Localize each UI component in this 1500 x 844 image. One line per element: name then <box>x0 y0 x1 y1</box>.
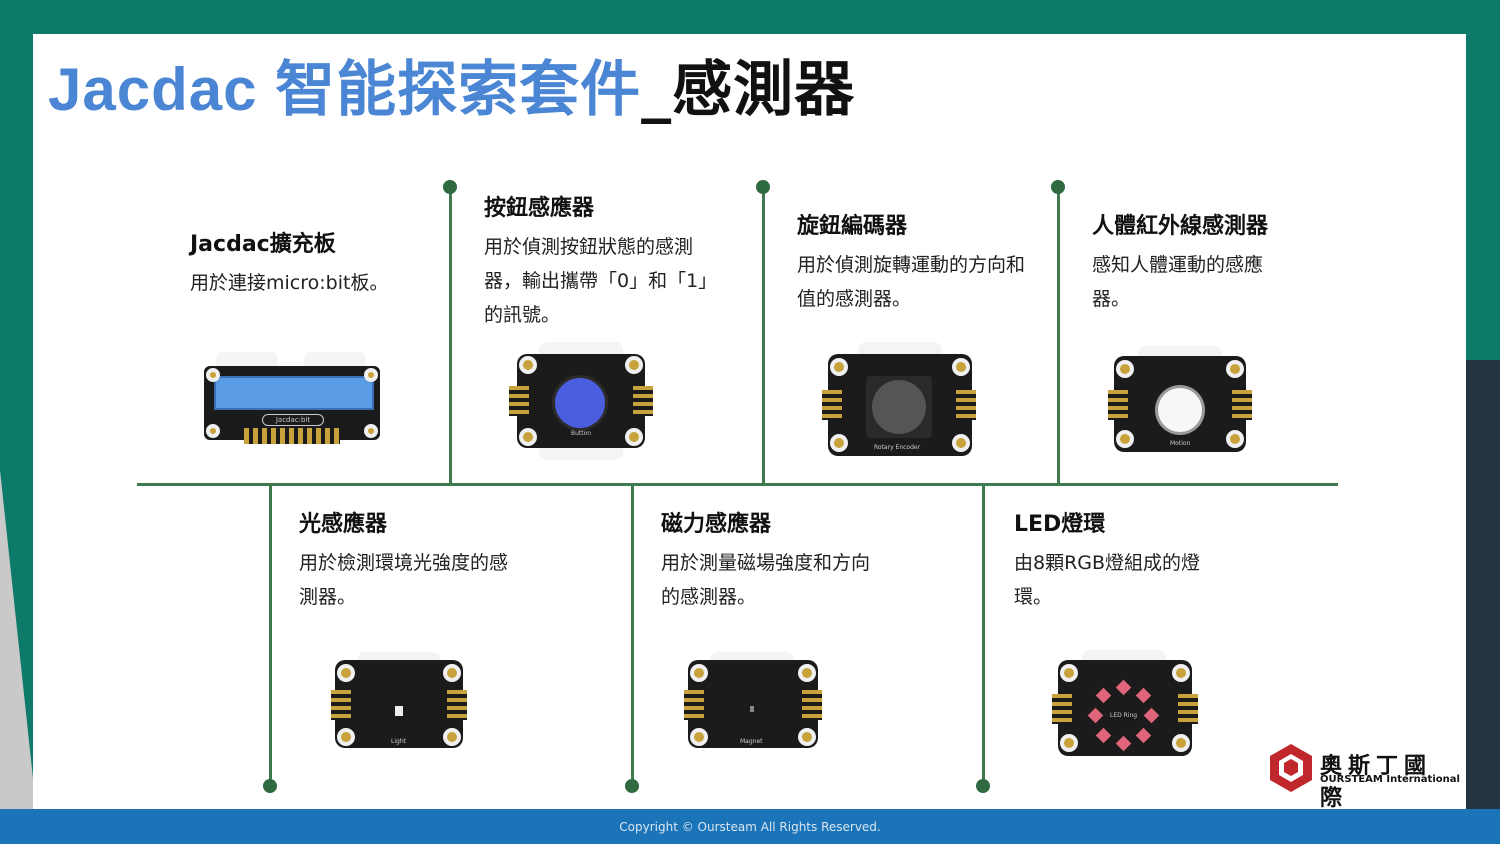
card-magnetic-sensor: 磁力感應器 用於測量磁場強度和方向的感測器。 <box>661 508 886 614</box>
card-desc: 用於偵測按鈕狀態的感測器，輸出攜帶「0」和「1」的訊號。 <box>484 236 708 326</box>
card-rotary-encoder: 旋鈕編碼器 用於偵測旋轉運動的方向和值的感測器。 <box>797 210 1027 316</box>
logo-subtitle: OURSTEAM International <box>1320 774 1460 785</box>
page-title: Jacdac 智能探索套件_感測器 <box>48 50 855 130</box>
card-title: 旋鈕編碼器 <box>797 214 908 239</box>
card-jacdac-board: Jacdac擴充板 用於連接micro:bit板。 <box>190 228 430 300</box>
button-sensor-image: Button <box>509 342 653 460</box>
card-pir-sensor: 人體紅外線感測器 感知人體運動的感應器。 <box>1092 210 1292 316</box>
card-title: 光感應器 <box>299 512 388 537</box>
title-part-2: _感測器 <box>641 55 856 125</box>
board-label: Rotary Encoder <box>874 444 921 451</box>
board-label: Jacdac:bit <box>262 414 324 426</box>
timeline-branch <box>982 485 985 785</box>
card-title: 磁力感應器 <box>661 512 772 537</box>
timeline-branch <box>269 485 272 785</box>
company-logo: 奧斯丁國際 OURSTEAM International <box>1268 742 1460 811</box>
board-label: Button <box>571 430 592 437</box>
cube-logo-icon <box>1270 744 1312 792</box>
timeline-dot <box>263 779 277 793</box>
card-light-sensor: 光感應器 用於檢測環境光強度的感測器。 <box>299 508 524 614</box>
card-desc: 用於偵測旋轉運動的方向和值的感測器。 <box>797 254 1026 310</box>
timeline-horizontal <box>137 483 1338 486</box>
card-desc: 用於檢測環境光強度的感測器。 <box>299 552 509 608</box>
card-title: Jacdac擴充板 <box>190 232 336 257</box>
motion-sensor-image: Motion <box>1108 346 1252 454</box>
card-desc: 感知人體運動的感應器。 <box>1092 254 1264 310</box>
timeline-dot <box>756 180 770 194</box>
card-desc: 用於測量磁場強度和方向的感測器。 <box>661 552 871 608</box>
jacdac-board-image: Jacdac:bit <box>204 352 380 447</box>
timeline-dot <box>625 779 639 793</box>
timeline-dot <box>1051 180 1065 194</box>
timeline-branch <box>631 485 634 785</box>
timeline-dot <box>443 180 457 194</box>
title-part-1: Jacdac 智能探索套件 <box>48 56 642 123</box>
board-label: Magnet <box>740 738 763 745</box>
copyright-text: Copyright © Oursteam All Rights Reserved… <box>619 819 881 834</box>
rotary-encoder-image: Rotary Encoder <box>822 342 977 460</box>
card-led-ring: LED燈環 由8顆RGB燈組成的燈環。 <box>1014 508 1234 614</box>
board-label: LED Ring <box>1110 712 1138 719</box>
card-desc: 用於連接micro:bit板。 <box>190 272 389 294</box>
card-title: LED燈環 <box>1014 512 1106 537</box>
timeline-branch <box>449 187 452 485</box>
logo-name: 奧斯丁國際 <box>1320 754 1433 811</box>
card-title: 人體紅外線感測器 <box>1092 214 1269 239</box>
board-label: Light <box>391 738 406 745</box>
magnet-sensor-image: Magnet <box>684 652 822 750</box>
footer: Copyright © Oursteam All Rights Reserved… <box>0 809 1500 844</box>
board-label: Motion <box>1170 440 1191 447</box>
card-desc: 由8顆RGB燈組成的燈環。 <box>1014 552 1201 608</box>
timeline-branch <box>762 187 765 485</box>
timeline-branch <box>1057 187 1060 485</box>
led-ring-image: LED Ring <box>1052 650 1198 758</box>
timeline-dot <box>976 779 990 793</box>
card-title: 按鈕感應器 <box>484 196 595 221</box>
card-button-sensor: 按鈕感應器 用於偵測按鈕狀態的感測器，輸出攜帶「0」和「1」的訊號。 <box>484 192 709 332</box>
light-sensor-image: Light <box>331 652 467 750</box>
